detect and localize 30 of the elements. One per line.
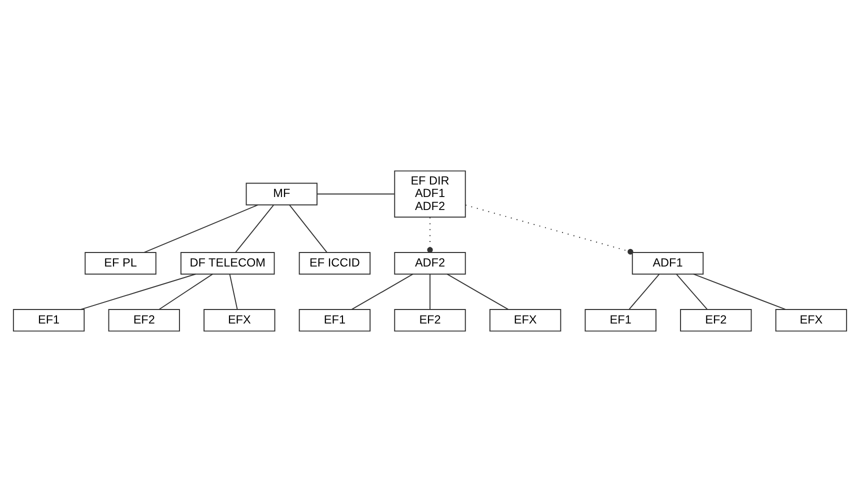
connector — [465, 204, 634, 255]
node-box: EFX — [204, 308, 276, 332]
node-box: EF2 — [108, 308, 180, 332]
connector — [289, 204, 328, 253]
node-box: EF2 — [680, 308, 752, 332]
connector — [446, 274, 509, 310]
node-box: EF1 — [584, 308, 656, 332]
connector — [158, 274, 214, 310]
connector — [144, 204, 258, 253]
connector — [427, 216, 433, 253]
connector — [692, 274, 786, 310]
connector — [229, 274, 238, 310]
node-box: EFX — [489, 308, 562, 332]
node-box: EF ICCID — [298, 252, 371, 275]
connector — [80, 274, 196, 310]
connector — [316, 194, 395, 195]
node-box: DF TELECOM — [180, 252, 275, 275]
connector — [235, 204, 274, 253]
connector — [351, 274, 414, 310]
node-box: EF DIR ADF1 ADF2 — [394, 170, 466, 218]
node-box: EF PL — [84, 252, 156, 275]
node-box: EF1 — [12, 308, 85, 332]
connector — [628, 274, 660, 310]
node-box: EF1 — [298, 308, 371, 332]
node-box: ADF2 — [394, 252, 466, 275]
node-box: MF — [246, 182, 318, 206]
node-box: EFX — [775, 308, 848, 332]
node-box: EF2 — [394, 308, 466, 332]
connector — [676, 274, 708, 310]
node-box: ADF1 — [632, 252, 704, 275]
